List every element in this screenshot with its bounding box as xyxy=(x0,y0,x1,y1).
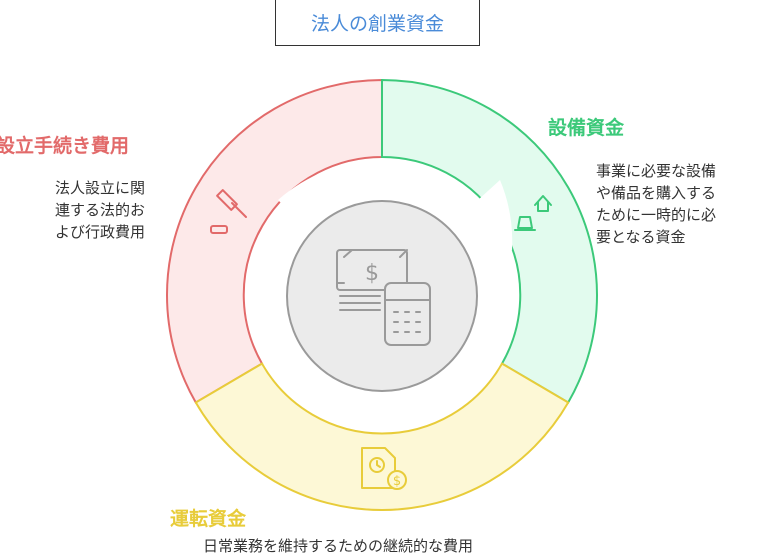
operating-description: 日常業務を維持するための継続的な費用 xyxy=(203,537,474,555)
svg-text:$: $ xyxy=(365,261,379,286)
operating-label: 運転資金 xyxy=(170,508,247,530)
gavel-icon xyxy=(210,189,247,234)
setup-label: 設立手続き費用 xyxy=(0,135,130,157)
construction-icon xyxy=(514,195,552,231)
diagram-title: 法人の創業資金 xyxy=(275,0,480,46)
money-calculator-icon: $ xyxy=(336,249,431,346)
equipment-description: 事業に必要な設備 や備品を購入する ために一時的に必 要となる資金 xyxy=(596,162,717,246)
svg-text:$: $ xyxy=(393,474,401,489)
segment-equipment xyxy=(381,78,598,404)
center-circle xyxy=(286,200,478,392)
segment-operating xyxy=(194,362,570,511)
clock-dollar-document-icon: $ xyxy=(361,447,407,490)
equipment-label: 設備資金 xyxy=(548,117,625,139)
setup-description: 法人設立に関 連する法的お よび行政費用 xyxy=(54,179,145,241)
